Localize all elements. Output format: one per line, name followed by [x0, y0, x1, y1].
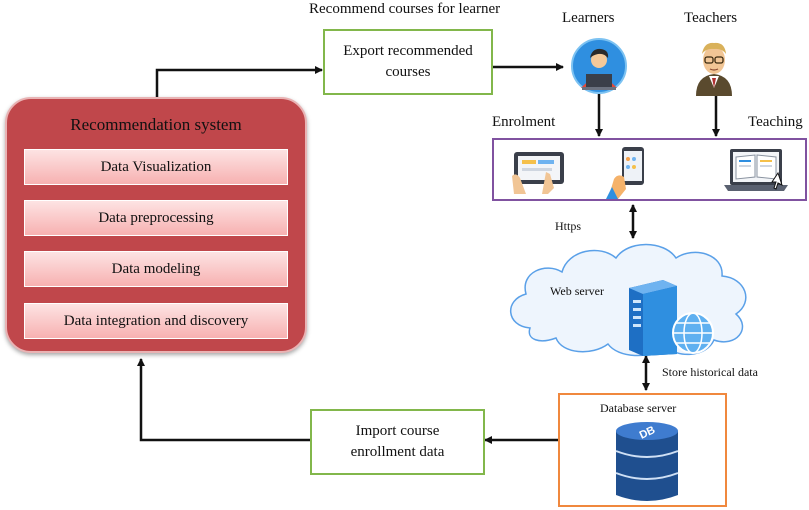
step-data-modeling: Data modeling [24, 251, 288, 287]
recommend-courses-label: Recommend courses for learner [309, 1, 501, 17]
teaching-label: Teaching [748, 114, 803, 130]
teacher-avatar-icon [696, 42, 732, 96]
server-tower-icon [629, 280, 677, 356]
step-data-preprocessing: Data preprocessing [24, 200, 288, 236]
recommendation-system-panel: Recommendation system Data Visualization… [5, 97, 307, 353]
database-server-label: Database server [600, 401, 677, 415]
platform-box [492, 138, 807, 201]
globe-icon [672, 312, 714, 354]
database-cylinder-icon: DB [615, 422, 679, 501]
arrow-panel-to-export [155, 66, 323, 97]
store-historical-label: Store historical data [662, 365, 758, 379]
learners-label: Learners [562, 10, 615, 26]
arrow-import-to-panel [137, 358, 310, 442]
learner-avatar-icon [571, 38, 627, 94]
import-enrollment-box: Import course enrollment data [310, 409, 485, 475]
database-server-box: Database server DB [558, 393, 727, 507]
laptop-book-icon [724, 149, 788, 191]
step-data-visualization: Data Visualization [24, 149, 288, 185]
export-recommended-box: Export recommended courses [323, 29, 493, 95]
phone-hand-icon [606, 147, 644, 199]
tablet-touch-icon [512, 152, 564, 194]
https-label: Https [555, 219, 582, 233]
web-server-label: Web server [550, 284, 605, 298]
step-data-integration: Data integration and discovery [24, 303, 288, 339]
teachers-label: Teachers [684, 10, 738, 26]
import-enrollment-text: Import course enrollment data [350, 423, 445, 460]
export-recommended-text: Export recommended courses [343, 43, 473, 80]
enrolment-label: Enrolment [492, 114, 556, 130]
recommendation-system-title: Recommendation system [70, 115, 242, 134]
